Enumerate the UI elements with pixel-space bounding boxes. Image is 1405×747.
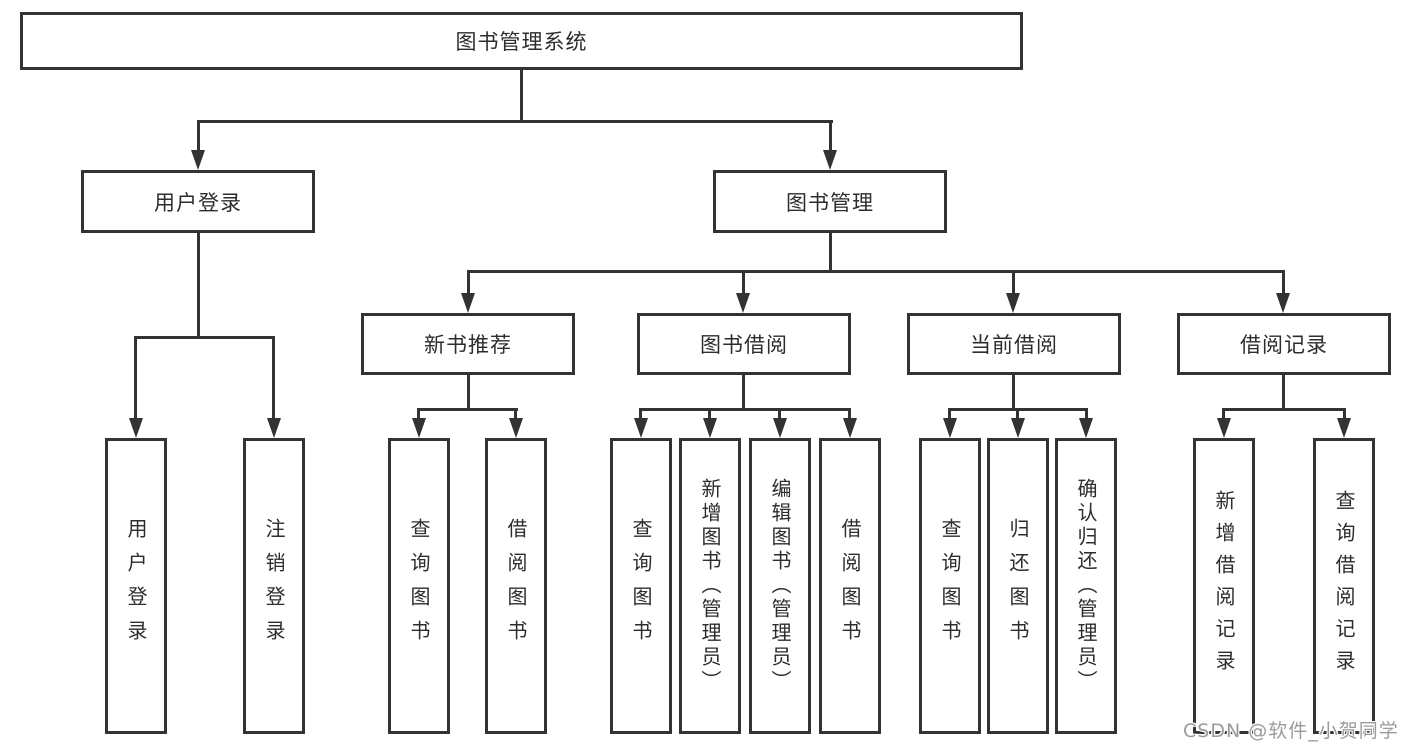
connector-vline: [742, 270, 745, 297]
node-library-management-system: 图书管理系统: [20, 12, 1023, 70]
connector-hline: [197, 120, 833, 123]
leaf-label: 确认归还（管理员）: [1074, 478, 1098, 694]
arrow-down-icon: [129, 418, 143, 438]
arrow-down-icon: [1079, 418, 1093, 438]
arrow-down-icon: [267, 418, 281, 438]
connector-vline: [1012, 375, 1015, 408]
leaf-query-books-borrow: 查询图书: [610, 438, 672, 734]
arrow-down-icon: [412, 418, 426, 438]
arrow-down-icon: [703, 418, 717, 438]
connector-vline: [197, 120, 200, 154]
leaf-borrow-books: 借阅图书: [819, 438, 881, 734]
leaf-query-books-current: 查询图书: [919, 438, 981, 734]
arrow-down-icon: [509, 418, 523, 438]
leaf-add-books-admin: 新增图书（管理员）: [679, 438, 741, 734]
leaf-confirm-return-admin: 确认归还（管理员）: [1055, 438, 1117, 734]
arrow-down-icon: [461, 293, 475, 313]
leaf-label: 借阅图书: [838, 518, 862, 654]
leaf-logout-login: 注销登录: [243, 438, 305, 734]
node-label: 新书推荐: [424, 333, 512, 357]
connector-vline: [1282, 375, 1285, 408]
connector-vline: [948, 408, 951, 422]
connector-vline: [1222, 408, 1225, 422]
connector-vline: [1016, 408, 1019, 422]
leaf-label: 查询借阅记录: [1332, 490, 1356, 682]
arrow-down-icon: [773, 418, 787, 438]
leaf-user-login: 用户登录: [105, 438, 167, 734]
leaf-label: 新增借阅记录: [1212, 490, 1236, 682]
connector-hline: [467, 270, 1285, 273]
arrow-down-icon: [1337, 418, 1351, 438]
connector-hline: [1222, 408, 1346, 411]
connector-vline: [708, 408, 711, 422]
node-label: 图书管理: [786, 190, 874, 215]
leaf-label: 查询图书: [938, 518, 962, 654]
node-label: 图书管理系统: [455, 30, 588, 54]
connector-hline: [417, 408, 518, 411]
connector-vline: [1012, 270, 1015, 297]
connector-vline: [848, 408, 851, 422]
connector-vline: [639, 408, 642, 422]
arrow-down-icon: [843, 418, 857, 438]
arrow-down-icon: [191, 150, 205, 170]
node-borrow-records: 借阅记录: [1177, 313, 1391, 375]
leaf-label: 用户登录: [124, 518, 148, 654]
leaf-label: 查询图书: [629, 518, 653, 654]
connector-vline: [134, 336, 137, 421]
node-label: 借阅记录: [1240, 333, 1328, 357]
node-current-borrow: 当前借阅: [907, 313, 1121, 375]
leaf-query-books-recommend: 查询图书: [388, 438, 450, 734]
connector-vline: [417, 408, 420, 422]
connector-vline: [514, 408, 517, 422]
arrow-down-icon: [736, 293, 750, 313]
connector-vline: [1085, 408, 1088, 422]
arrow-down-icon: [1006, 293, 1020, 313]
leaf-edit-books-admin: 编辑图书（管理员）: [749, 438, 811, 734]
node-label: 图书借阅: [700, 333, 788, 357]
node-book-borrow: 图书借阅: [637, 313, 851, 375]
arrow-down-icon: [1276, 293, 1290, 313]
connector-vline: [467, 375, 470, 408]
connector-vline: [829, 120, 832, 154]
connector-vline: [1343, 408, 1346, 422]
connector-hline: [639, 408, 851, 411]
connector-vline: [742, 375, 745, 408]
arrow-down-icon: [943, 418, 957, 438]
leaf-label: 注销登录: [262, 518, 286, 654]
node-book-management: 图书管理: [713, 170, 947, 233]
arrow-down-icon: [1011, 418, 1025, 438]
node-user-login: 用户登录: [81, 170, 315, 233]
leaf-label: 编辑图书（管理员）: [768, 478, 792, 694]
connector-vline: [467, 270, 470, 297]
leaf-label: 借阅图书: [504, 518, 528, 654]
csdn-watermark: CSDN @软件_小贺同学: [1183, 720, 1399, 742]
leaf-label: 查询图书: [407, 518, 431, 654]
leaf-return-books: 归还图书: [987, 438, 1049, 734]
leaf-label: 归还图书: [1006, 518, 1030, 654]
node-label: 当前借阅: [970, 333, 1058, 357]
arrow-down-icon: [823, 150, 837, 170]
connector-hline: [134, 336, 275, 339]
leaf-label: 新增图书（管理员）: [698, 478, 722, 694]
leaf-borrow-books-recommend: 借阅图书: [485, 438, 547, 734]
connector-vline: [1282, 270, 1285, 297]
connector-vline: [829, 233, 832, 270]
leaf-query-borrow-record: 查询借阅记录: [1313, 438, 1375, 734]
leaf-add-borrow-record: 新增借阅记录: [1193, 438, 1255, 734]
node-new-book-recommend: 新书推荐: [361, 313, 575, 375]
connector-vline: [197, 233, 200, 336]
connector-vline: [520, 70, 523, 120]
arrow-down-icon: [634, 418, 648, 438]
connector-vline: [272, 336, 275, 421]
node-label: 用户登录: [154, 190, 242, 215]
arrow-down-icon: [1217, 418, 1231, 438]
connector-vline: [778, 408, 781, 422]
